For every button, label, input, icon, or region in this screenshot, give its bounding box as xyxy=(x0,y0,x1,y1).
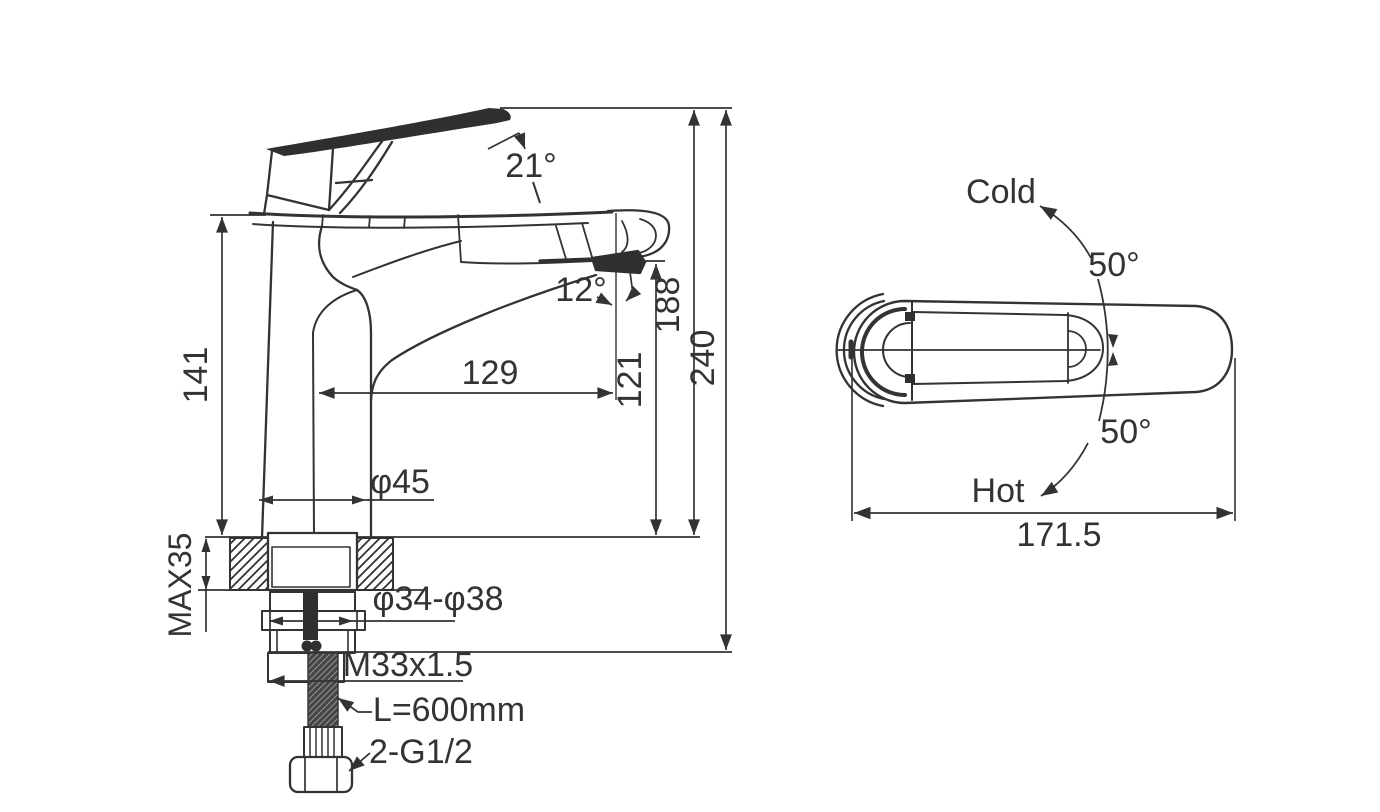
label-50-upper: 50° xyxy=(1088,246,1139,284)
max35-arrow-down xyxy=(201,576,211,590)
top-view-labels: Cold 50° 50° Hot 171.5 xyxy=(966,173,1152,554)
deck-hatch-right xyxy=(356,537,394,591)
cold-swing-arc xyxy=(1039,205,1092,259)
label-phi34-38: φ34-φ38 xyxy=(372,580,503,618)
rotation-arc-arrow-upper xyxy=(1108,334,1118,348)
fillet-outer xyxy=(355,288,373,540)
spout-inner-diagonal xyxy=(352,240,462,278)
handle-left-cap-inner xyxy=(860,307,907,397)
mounting-nut-faces xyxy=(276,630,349,653)
label-188: 188 xyxy=(649,277,687,334)
neck-throat xyxy=(317,224,359,292)
rotation-arc xyxy=(1097,278,1109,422)
angle12-arrow-right xyxy=(625,271,642,302)
faucet-top-outline xyxy=(835,292,1234,408)
label-hot: Hot xyxy=(972,472,1025,510)
phi45-arrow-right xyxy=(352,495,366,505)
hose-end-nut-faces xyxy=(304,757,338,792)
fillet-inner xyxy=(312,289,358,539)
body-left-edge xyxy=(260,220,275,540)
label-max35: MAX35 xyxy=(162,533,198,638)
spout-nose-bevels xyxy=(555,218,657,260)
cap-ticks xyxy=(321,214,462,263)
body-top-cap-lower xyxy=(252,222,589,229)
aerator xyxy=(590,249,647,275)
lever-inner-dome xyxy=(1067,330,1087,368)
label-129: 129 xyxy=(462,354,519,392)
phi45-arrow-left xyxy=(259,495,273,505)
valve-trim-ring-outer xyxy=(835,292,885,408)
spout-outer-underside xyxy=(369,273,598,402)
handle-lever-band xyxy=(266,108,511,156)
body-top-cap xyxy=(248,210,614,219)
joint-mark-top xyxy=(905,312,915,321)
label-hose-length: L=600mm xyxy=(373,691,525,729)
phi34-arrow-right xyxy=(339,616,353,626)
handle-top-outline xyxy=(852,299,1234,405)
spout-nose xyxy=(606,209,671,258)
braided-hose xyxy=(307,652,339,728)
handle-neck-curves xyxy=(327,138,394,215)
top-view-annotations xyxy=(851,205,1236,521)
lever-inner-outline xyxy=(912,311,1104,385)
leader-g12 xyxy=(348,752,371,772)
side-view-labels: 21° 12° 141 129 121 188 240 φ45 MAX35 φ3… xyxy=(162,147,722,771)
label-angle-21: 21° xyxy=(505,147,556,185)
label-240: 240 xyxy=(684,330,722,387)
angle21-marker xyxy=(487,132,520,150)
label-phi45: φ45 xyxy=(370,463,430,501)
deck-hatch-left xyxy=(229,537,269,591)
side-view: 21° 12° 141 129 121 188 240 φ45 MAX35 φ3… xyxy=(162,107,732,794)
hose-collar-ribs xyxy=(309,727,335,757)
fixing-stud xyxy=(303,593,318,640)
stud-ball-left xyxy=(301,640,313,652)
phi34-arrow-left xyxy=(269,616,283,626)
label-121: 121 xyxy=(611,352,649,409)
stud-ball-right xyxy=(310,640,322,652)
label-m33: M33x1.5 xyxy=(343,646,473,684)
angle21-slash xyxy=(532,181,541,204)
top-view: Cold 50° 50° Hot 171.5 xyxy=(835,173,1236,554)
side-view-dimensions xyxy=(201,107,732,772)
label-141: 141 xyxy=(177,347,215,404)
hose-end-nut xyxy=(288,755,354,794)
label-1715: 171.5 xyxy=(1016,516,1101,554)
joint-mark-bottom xyxy=(905,374,915,383)
leader-hose-length xyxy=(337,697,372,713)
angle21-arrow xyxy=(513,132,526,150)
label-g12: 2-G1/2 xyxy=(369,733,473,771)
base-flange-inner xyxy=(271,546,351,588)
hot-swing-arc xyxy=(1040,442,1089,497)
label-50-lower: 50° xyxy=(1100,413,1151,451)
spout-inner-accent xyxy=(460,260,593,265)
faucet-side-outline xyxy=(248,108,671,540)
angle12-arrow-left xyxy=(595,292,613,306)
rotation-arc-arrow-lower xyxy=(1108,352,1118,366)
aerator-accent xyxy=(538,257,594,263)
max35-arrow-up xyxy=(201,538,211,552)
label-cold: Cold xyxy=(966,173,1036,211)
label-angle-12: 12° xyxy=(555,271,606,309)
